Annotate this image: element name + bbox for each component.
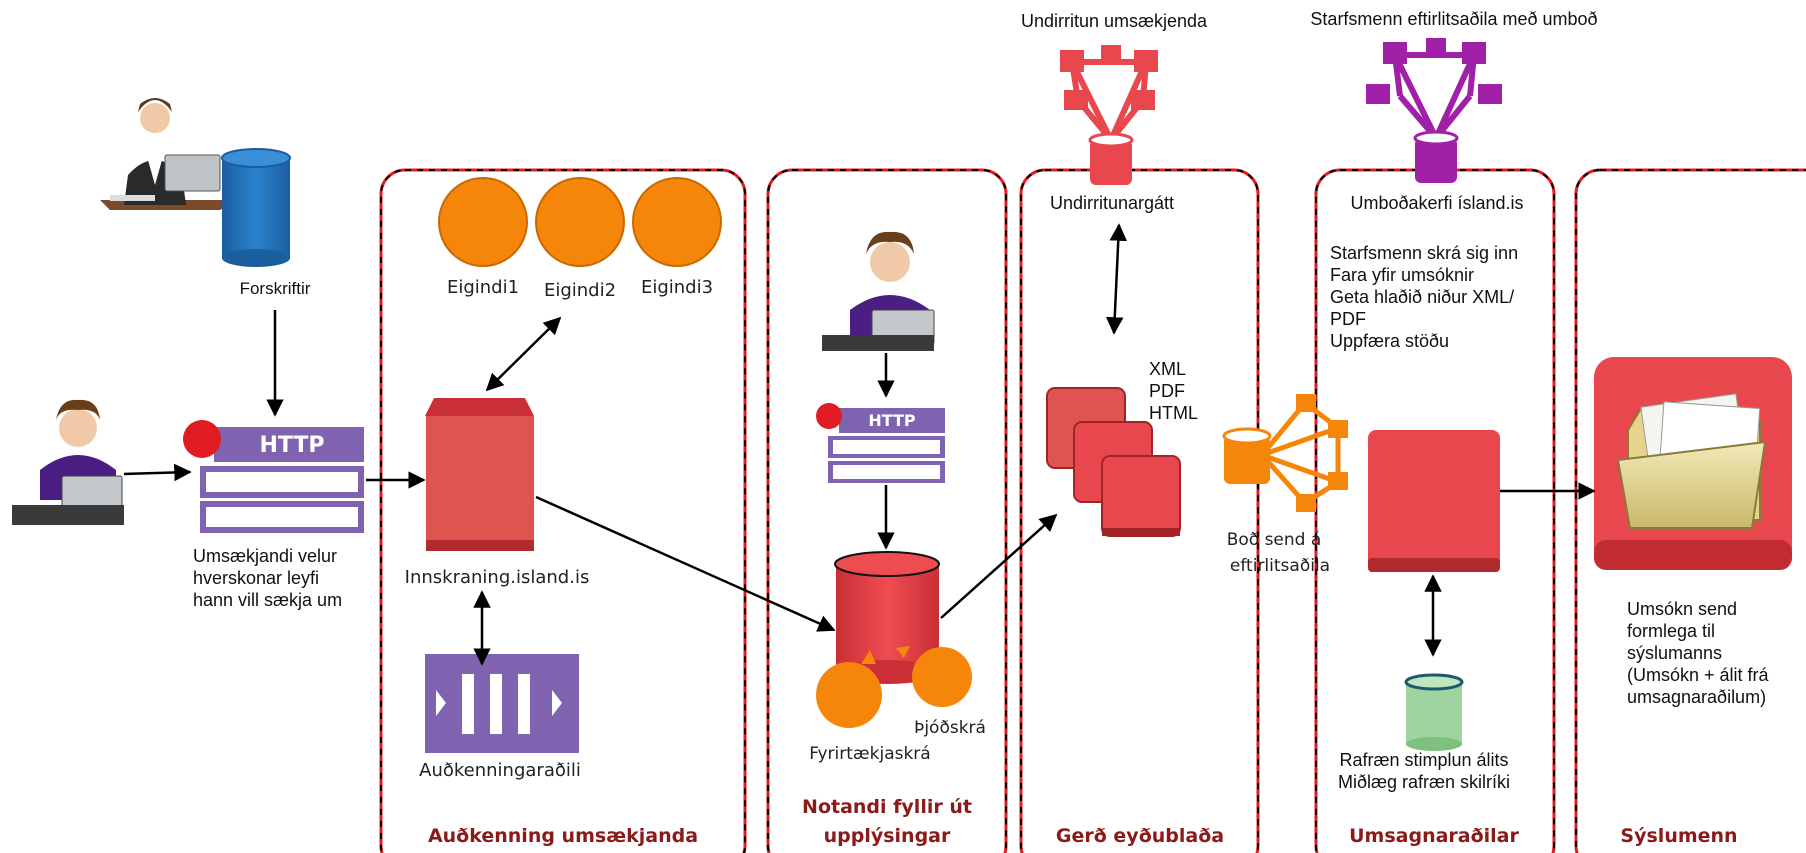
- reviewer-step: PDF: [1330, 309, 1366, 329]
- lane-title-authentication: Auðkenning umsækjanda: [428, 825, 698, 847]
- applicant-desc-line: hverskonar leyfi: [193, 568, 319, 588]
- reviewer-step: Uppfæra stöðu: [1330, 331, 1449, 351]
- mandate-network-icon: [1366, 38, 1502, 183]
- lane-title-sheriff: Sýslumenn: [1620, 825, 1737, 847]
- attribute-circles: [438, 177, 722, 267]
- reviewer-steps: Starfsmenn skrá sig inn Fara yfir umsókn…: [1330, 243, 1518, 351]
- attribute-1-label: Eigindi1: [447, 277, 519, 298]
- login-service-icon: [425, 398, 534, 551]
- result-line: formlega til: [1627, 621, 1715, 641]
- attribute-3-label: Eigindi3: [641, 277, 713, 298]
- format-pdf: PDF: [1149, 381, 1185, 401]
- lane-forms: [1019, 168, 1260, 853]
- signing-portal-label: Undirritunargátt: [1050, 193, 1174, 213]
- certificate-database-icon: [1404, 673, 1464, 751]
- http-label: HTTP: [868, 411, 916, 430]
- id-provider-label: Auðkenningaraðili: [419, 760, 581, 781]
- application-database-icon: [816, 551, 972, 728]
- stamp-label-1: Rafræn stimplun álits: [1339, 750, 1508, 770]
- lane-title-reviewers: Umsagnaraðilar: [1349, 825, 1519, 847]
- supervisor-staff-label: Starfsmenn eftirlitsaðila með umboð: [1310, 9, 1597, 29]
- folder-icon: [1594, 357, 1792, 570]
- arrow-login-to-database: [535, 495, 836, 632]
- result-line: (Umsókn + álit frá: [1627, 665, 1770, 685]
- company-registry-label: Fyrirtækjaskrá: [809, 744, 930, 764]
- applicant-desc-line: Umsækjandi velur: [193, 546, 337, 566]
- login-service-label: Innskraning.island.is: [405, 567, 590, 588]
- arrow-signing-portal: [1105, 223, 1128, 335]
- mandate-system-label: Umboðakerfi ísland.is: [1350, 193, 1523, 213]
- dispatch-label-2: eftirlitsaðila: [1230, 556, 1330, 576]
- lane-sheriff: [1574, 168, 1806, 853]
- result-line: Umsókn send: [1627, 599, 1737, 619]
- lane-title-fill-info-2: upplýsingar: [824, 825, 951, 847]
- applicant-desc-line: hann vill sækja um: [193, 590, 342, 610]
- woman-at-laptop-icon: [100, 98, 235, 210]
- arrow-database-to-forms: [940, 513, 1058, 619]
- format-xml: XML: [1149, 359, 1186, 379]
- reviewer-step: Geta hlaðið niður XML/: [1330, 287, 1514, 307]
- format-html: HTML: [1149, 403, 1198, 423]
- arrow-applicant-to-http: [123, 463, 192, 482]
- signing-users-label: Undirritun umsækjenda: [1021, 11, 1208, 31]
- http-label: HTTP: [259, 433, 324, 458]
- http-form-icon-small: HTTP: [816, 403, 945, 483]
- applicant-man-icon: [12, 399, 124, 525]
- stacked-documents-icon: [1046, 387, 1181, 537]
- signing-network-icon: [1060, 45, 1158, 185]
- lane-title-fill-info: Notandi fyllir út: [802, 796, 972, 818]
- national-registry-label: Þjóðskrá: [914, 718, 986, 738]
- flow-arrows: [123, 223, 1596, 666]
- dispatch-label-1: Boð send á: [1227, 530, 1322, 550]
- result-line: sýslumanns: [1627, 643, 1722, 663]
- reviewer-step: Starfsmenn skrá sig inn: [1330, 243, 1518, 263]
- sheriff-result-text: Umsókn send formlega til sýslumanns (Ums…: [1627, 599, 1770, 707]
- applicant-description: Umsækjandi velur hverskonar leyfi hann v…: [193, 546, 342, 610]
- http-form-icon: HTTP: [183, 420, 364, 533]
- review-service-icon: [1368, 430, 1500, 572]
- lane-fill-info: [766, 168, 1008, 853]
- reviewer-step: Fara yfir umsóknir: [1330, 265, 1474, 285]
- arrow-login-attributes: [485, 316, 562, 392]
- stamp-label-2: Miðlæg rafræn skilríki: [1338, 772, 1510, 792]
- dispatch-hub-icon: [1222, 394, 1348, 512]
- lane-authentication: [379, 168, 747, 853]
- id-provider-queue-icon: [425, 654, 579, 753]
- attribute-2-label: Eigindi2: [544, 280, 616, 301]
- regulations-database-icon: [221, 148, 291, 267]
- user-man-icon: [822, 231, 935, 351]
- lane-title-forms: Gerð eyðublaða: [1056, 825, 1224, 847]
- result-line: umsagnaraðilum): [1627, 687, 1766, 707]
- regulations-label: Forskriftir: [240, 279, 311, 298]
